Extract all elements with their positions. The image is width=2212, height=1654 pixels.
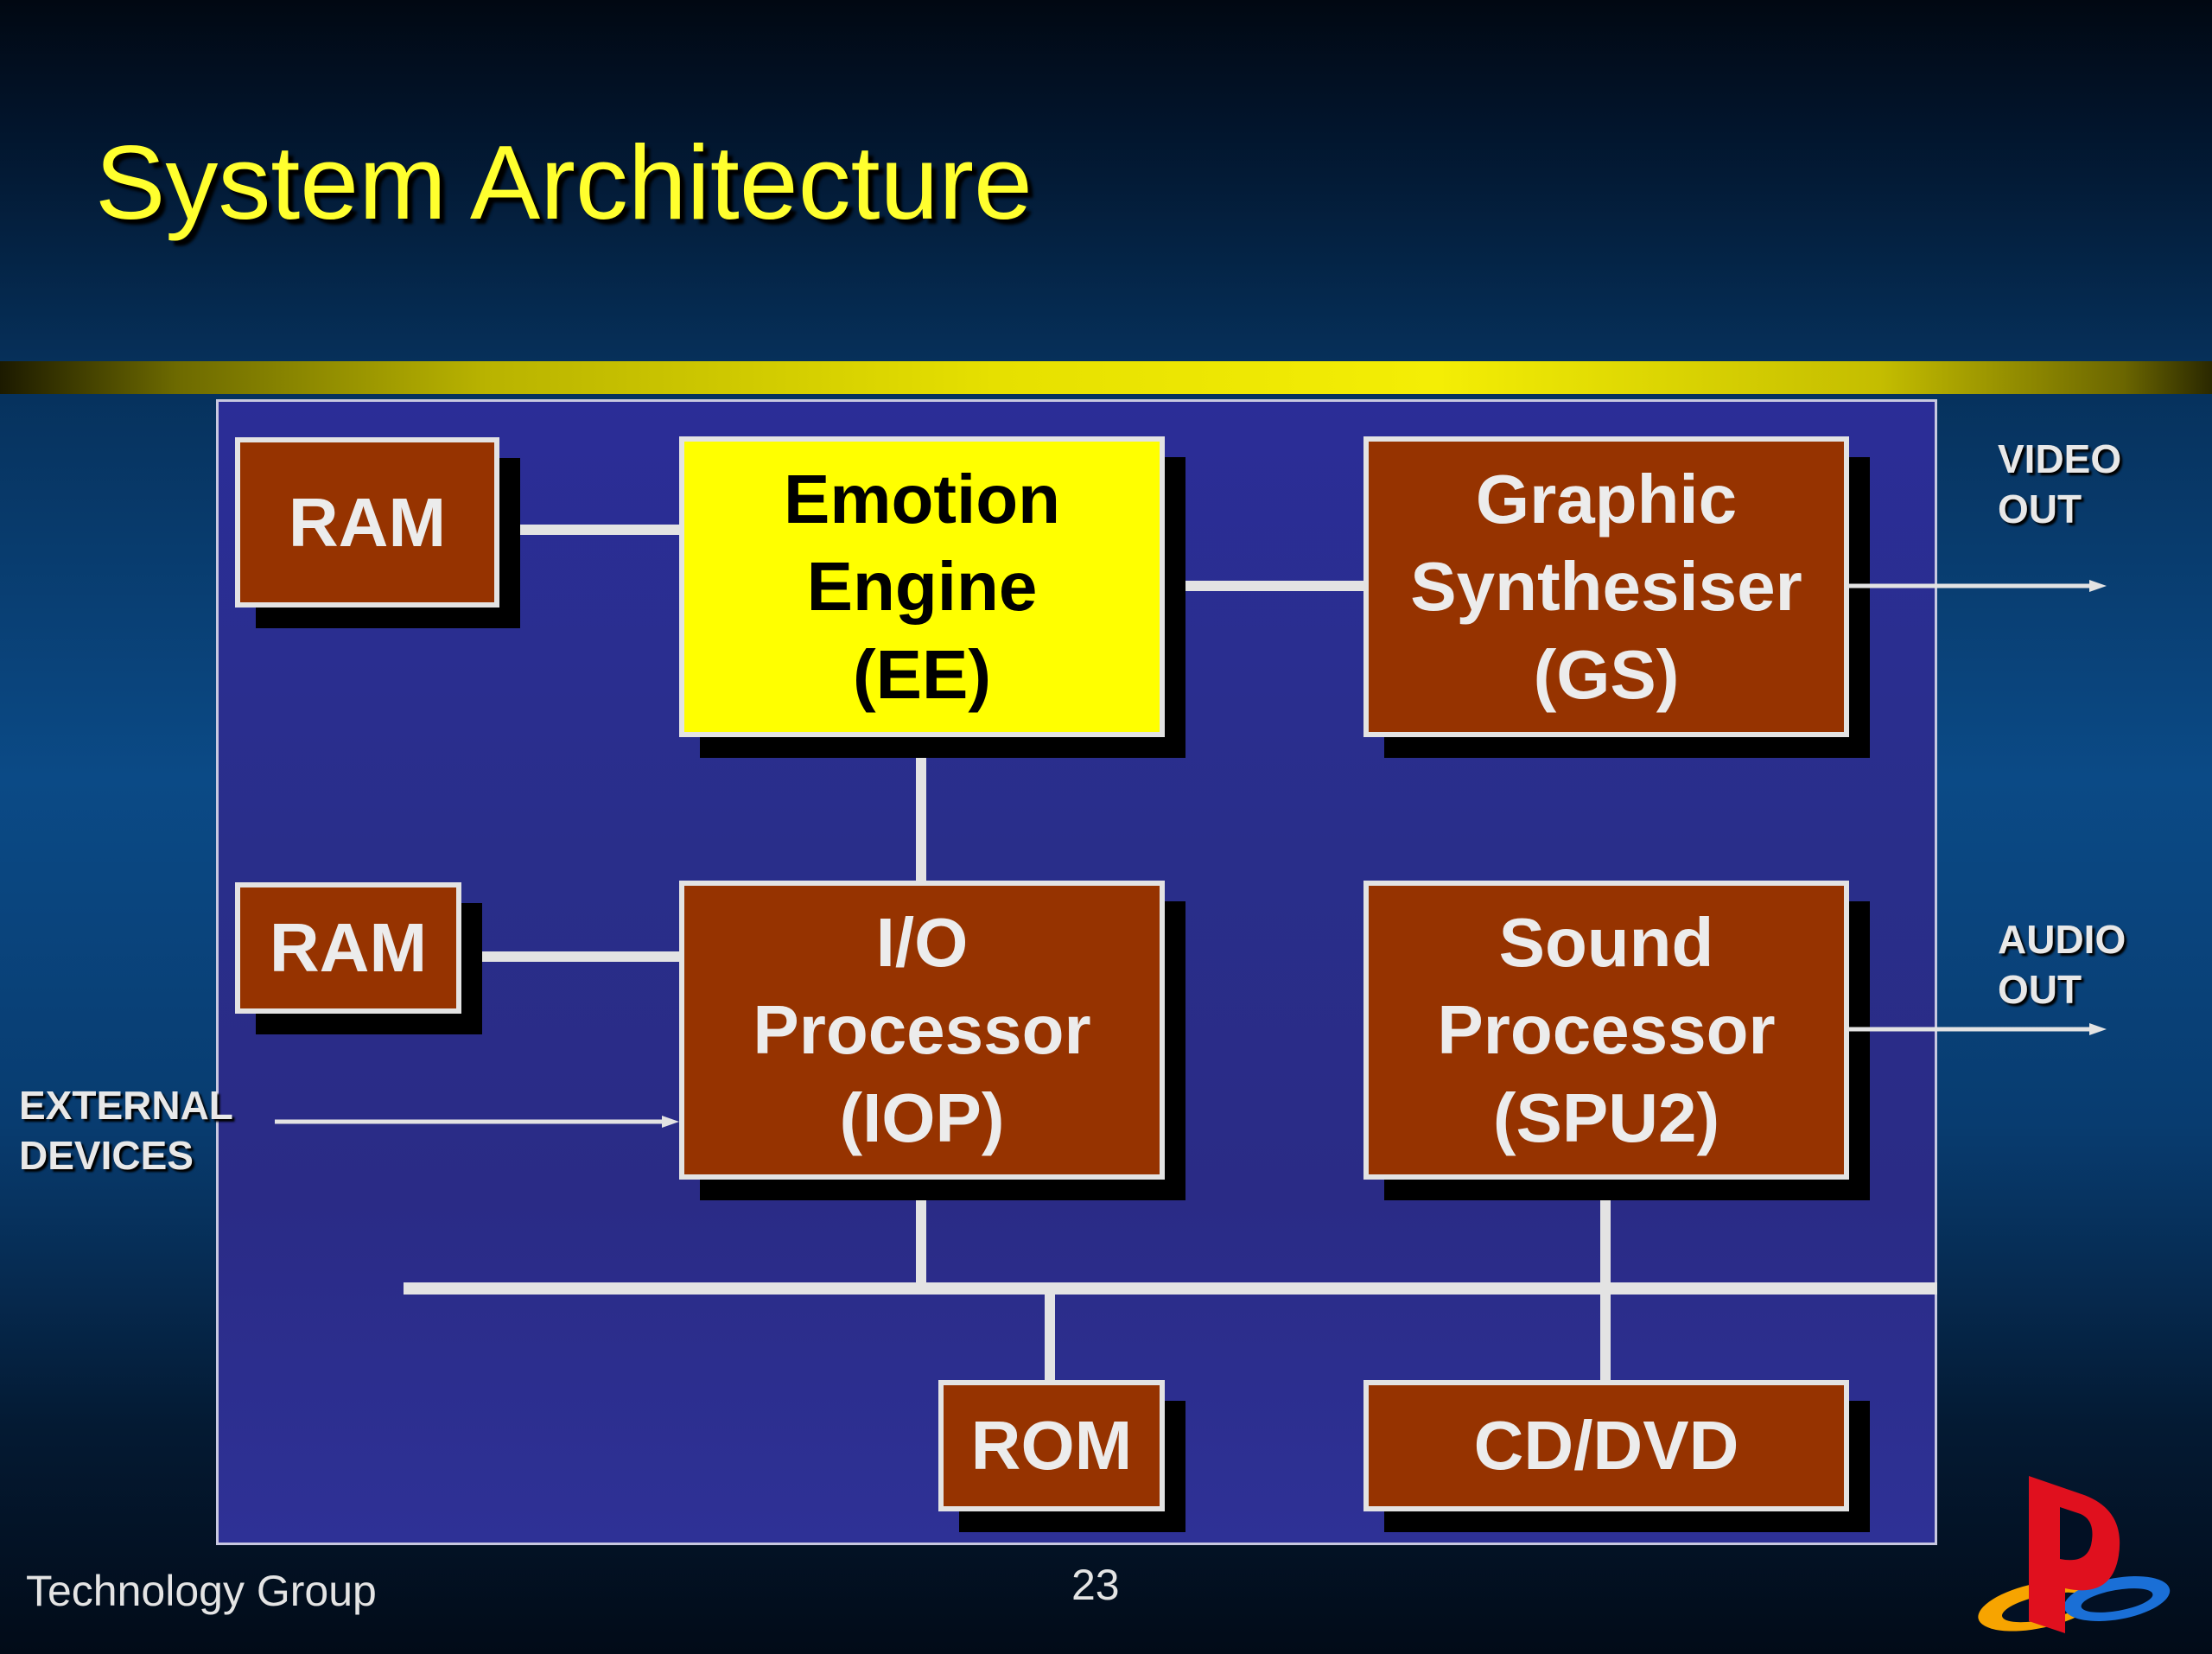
io-processor-block: I/O Processor (IOP) [679,881,1165,1180]
iop-line-3: (IOP) [839,1078,1005,1156]
connector-ee-iop [916,737,926,882]
system-bus [404,1282,1937,1295]
emotion-engine-block: Emotion Engine (EE) [679,436,1165,737]
rom-block-label: ROM [970,1407,1133,1485]
video-out-label: VIDEO OUT [1998,434,2121,535]
connector-iop-bus [916,1180,926,1290]
audio-out-arrow [1849,1023,2107,1035]
audio-out-line-1: AUDIO [1998,917,2126,962]
gs-line-1: Graphic [1475,460,1738,538]
external-devices-arrow [275,1116,679,1128]
ram-block-top-label: RAM [288,483,447,561]
external-devices-line-1: EXTERNAL [19,1083,233,1128]
playstation-logo-icon [1978,1476,2171,1633]
external-devices-line-2: DEVICES [19,1133,194,1179]
cd-dvd-block-label: CD/DVD [1473,1407,1739,1485]
iop-line-1: I/O [875,903,969,981]
video-out-line-2: OUT [1998,487,2082,532]
connector-spu-cddvd [1600,1180,1611,1380]
audio-out-label: AUDIO OUT [1998,914,2126,1015]
video-out-line-1: VIDEO [1998,436,2122,481]
spu-line-3: (SPU2) [1492,1078,1720,1156]
ram-block-bottom: RAM [235,882,461,1014]
title-divider-bar [0,361,2212,394]
ee-line-3: (EE) [853,635,991,713]
spu-line-1: Sound [1498,903,1714,981]
graphic-synthesiser-block: Graphic Synthesiser (GS) [1363,436,1849,737]
iop-line-2: Processor [753,991,1091,1069]
gs-line-3: (GS) [1533,635,1680,713]
sound-processor-block: Sound Processor (SPU2) [1363,881,1849,1180]
spu-line-2: Processor [1437,991,1776,1069]
gs-line-2: Synthesiser [1410,548,1802,626]
cd-dvd-block: CD/DVD [1363,1380,1849,1511]
rom-block: ROM [938,1380,1165,1511]
footer-organization: Technology Group [26,1567,377,1615]
ee-line-1: Emotion [784,460,1060,538]
slide-title: System Architecture [95,124,1033,241]
ee-line-2: Engine [806,548,1038,626]
video-out-arrow [1849,580,2107,592]
page-number: 23 [1071,1561,1120,1609]
connector-ee-gs [1165,581,1363,591]
ram-block-top: RAM [235,437,499,608]
external-devices-label: EXTERNAL DEVICES [19,1080,233,1181]
audio-out-line-2: OUT [1998,967,2082,1013]
ram-block-bottom-label: RAM [269,909,428,987]
connector-ram-iop [461,951,679,962]
connector-bus-rom [1045,1290,1055,1380]
connector-ram-ee [499,525,679,535]
